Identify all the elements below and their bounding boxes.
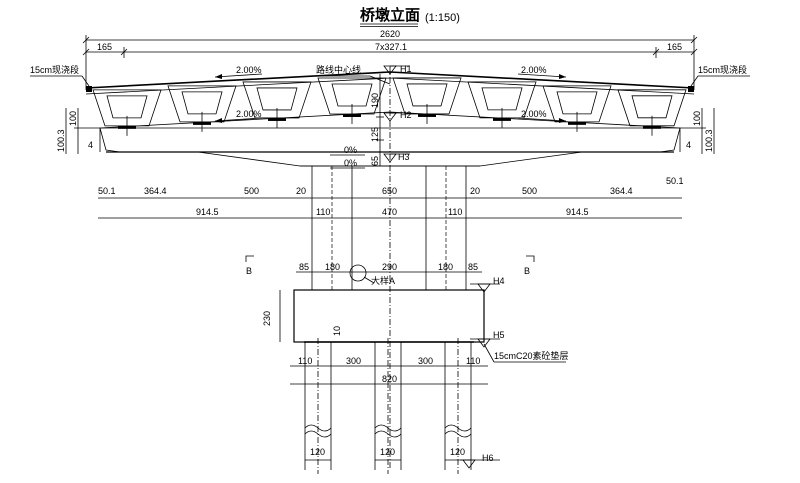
- row2-dim-3: 110: [448, 207, 462, 217]
- row1-dim-8: 50.1: [666, 176, 684, 186]
- dim-65: 65: [370, 156, 380, 166]
- elev-h3: H3: [398, 152, 410, 162]
- row3-dim-1: 180: [325, 262, 340, 272]
- center-vertical-dims: 190 125 65: [370, 74, 384, 166]
- row3-dim-3: 180: [438, 262, 453, 272]
- pile: [371, 338, 405, 474]
- dim-left-100: 100: [68, 111, 78, 126]
- row3-dim-2: 290: [382, 262, 397, 272]
- row1-dim-7: 364.4: [610, 186, 633, 196]
- slope-label-3: 2.00%: [236, 109, 262, 119]
- row1-dim-1: 364.4: [144, 186, 167, 196]
- section-b-right: B: [524, 266, 530, 276]
- pile-dim-1: 120: [380, 447, 395, 457]
- wet-joint-left-label: 15cm现浇段: [30, 64, 79, 75]
- row5-dim: 820: [382, 374, 397, 384]
- dim-230: 230: [262, 311, 272, 326]
- elev-h2: H2: [400, 110, 412, 120]
- slope-label-1: 2.00%: [236, 65, 262, 75]
- row1-dim-3: 20: [296, 186, 306, 196]
- box-girder: [542, 85, 612, 132]
- pile: [301, 338, 335, 474]
- side-dims: 100 100.3 4 100 100.3 4: [56, 108, 715, 154]
- slope-label-6: 0%: [344, 158, 357, 168]
- section-b-left: B: [246, 266, 252, 276]
- dim-right-100: 100: [692, 111, 702, 126]
- box-girder: [167, 85, 237, 132]
- cushion-label: 15cmC20素砼垫层: [483, 343, 569, 363]
- row4-dim-3: 110: [466, 356, 480, 366]
- section-markers: B B: [245, 255, 535, 276]
- dim-right-165: 165: [667, 42, 682, 52]
- elev-h4: H4: [493, 276, 505, 286]
- detail-a-label: 大样A: [371, 275, 395, 286]
- horizontal-dim-rows: 50.1 364.4 500 20 650 20 500 364.4 50.1 …: [98, 176, 684, 219]
- row3-dims: 85 180 290 180 85: [296, 262, 482, 273]
- row4-dim-1: 300: [346, 356, 361, 366]
- footing: 230 10: [262, 289, 485, 343]
- dim-125: 125: [370, 127, 380, 142]
- slope-label-5: 0%: [344, 145, 357, 155]
- elevation-markers: H1 H2 H3 H4 H5 H6: [383, 64, 505, 469]
- box-girder: [92, 89, 162, 136]
- piles: [301, 338, 475, 474]
- pile-dim-0: 120: [310, 447, 325, 457]
- scale-text: (1:150): [425, 12, 460, 24]
- dim-7x327: 7x327.1: [375, 42, 407, 52]
- top-dimensions: 2620 165 7x327.1 165: [82, 29, 698, 90]
- row1-dim-6: 500: [522, 186, 537, 196]
- box-girder: [392, 77, 462, 124]
- box-girder: [317, 77, 387, 124]
- road-center-label: 路线中心线: [316, 64, 361, 75]
- title-text: 桥墩立面: [360, 6, 420, 24]
- row3-dim-0: 85: [299, 262, 309, 272]
- row1-dim-4: 650: [382, 186, 397, 196]
- dim-total: 2620: [380, 29, 400, 39]
- elev-h5: H5: [493, 330, 505, 340]
- pile-dims: 120 120 120: [310, 447, 465, 457]
- dim-10: 10: [332, 326, 342, 336]
- cushion-text: 15cmC20素砼垫层: [494, 350, 569, 361]
- slope-label-2: 2.00%: [521, 65, 547, 75]
- box-girder: [467, 81, 537, 128]
- elev-h6: H6: [482, 453, 494, 463]
- drawing-title: 桥墩立面 (1:150): [360, 6, 460, 27]
- box-girder: [617, 89, 687, 136]
- box-girders: [92, 77, 687, 136]
- row1-dim-5: 20: [470, 186, 480, 196]
- dim-right-100-3: 100.3: [704, 129, 714, 152]
- dim-left-100-3: 100.3: [56, 129, 66, 152]
- dim-left-165: 165: [97, 42, 112, 52]
- box-girder: [242, 81, 312, 128]
- row3-dim-4: 85: [468, 262, 478, 272]
- dim-right-4: 4: [686, 140, 691, 150]
- slope-labels: 2.00% 2.00% 2.00% 2.00% 0% 0%: [214, 65, 567, 169]
- detail-a-callout: 大样A: [349, 264, 395, 286]
- row2-dim-2: 470: [382, 207, 397, 217]
- dim-190: 190: [370, 93, 380, 108]
- wet-joint-labels: 15cm现浇段 15cm现浇段: [30, 64, 750, 87]
- row2-dim-4: 914.5: [566, 207, 589, 217]
- row1-dim-0: 50.1: [98, 186, 116, 196]
- row2-dim-0: 914.5: [196, 207, 219, 217]
- wet-joint-right-label: 15cm现浇段: [698, 64, 747, 75]
- row4-dim-2: 300: [418, 356, 433, 366]
- row1-dim-2: 500: [244, 186, 259, 196]
- elev-h1: H1: [400, 64, 412, 74]
- pile-dim-2: 120: [450, 447, 465, 457]
- dim-left-4: 4: [88, 140, 93, 150]
- row2-dim-1: 110: [316, 207, 330, 217]
- pile: [441, 338, 475, 474]
- pier-columns: [311, 166, 467, 290]
- slope-label-4: 2.00%: [521, 109, 547, 119]
